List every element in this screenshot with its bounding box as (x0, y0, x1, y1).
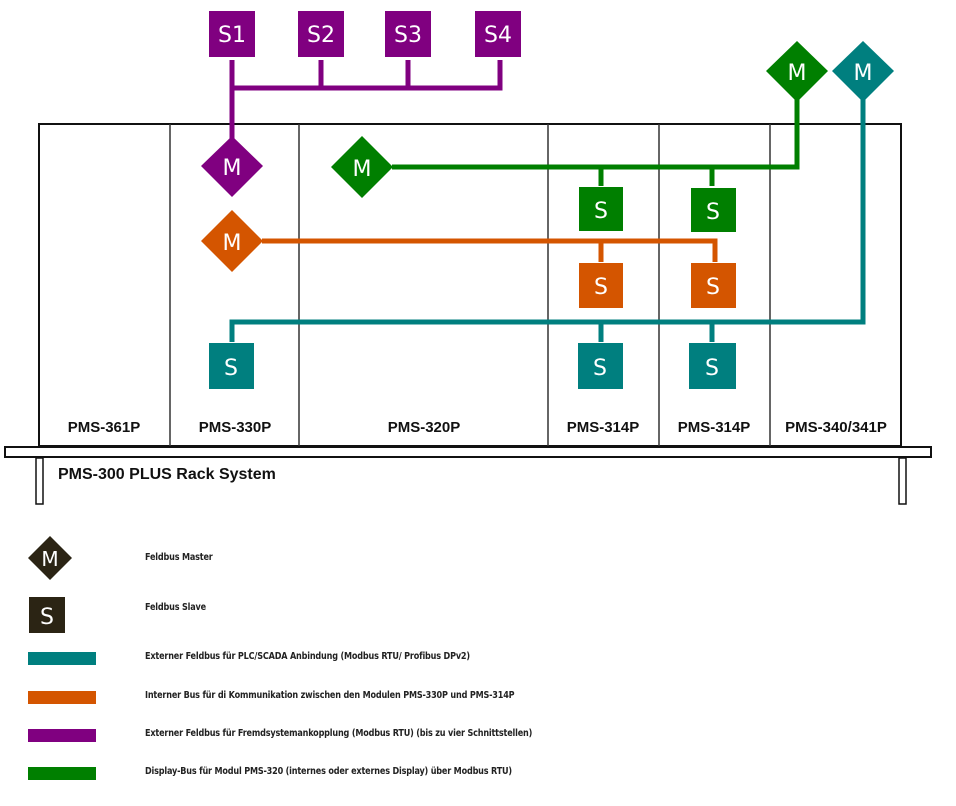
legend-label: Externer Feldbus für Fremdsystemankopplu… (145, 728, 533, 739)
purple-swatch-icon (28, 729, 96, 742)
green-slave-314p-b: S (691, 188, 736, 232)
legend-item-green-bus: Display-Bus für Modul PMS-320 (internes … (0, 766, 956, 806)
legend-item-slave: S Feldbus Slave (0, 597, 956, 637)
module-label-361p: PMS-361P (68, 419, 141, 436)
orange-bus (262, 238, 718, 262)
svg-text:M: M (353, 157, 372, 182)
module-label-320p: PMS-320P (388, 419, 461, 436)
rack-foot-left (35, 457, 44, 505)
orange-slave-314p-b: S (691, 263, 736, 308)
svg-text:S: S (593, 356, 607, 381)
module-label-340-341p: PMS-340/341P (785, 419, 887, 436)
legend-item-master: M Feldbus Master (0, 535, 956, 580)
legend-item-purple-bus: Externer Feldbus für Fremdsystemankopplu… (0, 728, 956, 768)
svg-text:M: M (41, 547, 58, 571)
green-bus (392, 90, 800, 186)
teal-bus (229, 90, 866, 342)
module-label-314p-b: PMS-314P (678, 419, 751, 436)
legend-label: Display-Bus für Modul PMS-320 (internes … (145, 766, 512, 777)
rack-frame (38, 123, 902, 447)
svg-text:S: S (705, 356, 719, 381)
svg-text:S2: S2 (307, 23, 335, 48)
master-diamond-icon: M (28, 536, 72, 580)
legend-item-orange-bus: Interner Bus für di Kommunikation zwisch… (0, 690, 956, 730)
legend-item-teal-bus: Externer Feldbus für PLC/SCADA Anbindung… (0, 651, 956, 691)
legend-label: Feldbus Master (145, 552, 213, 563)
teal-slave-330p: S (209, 343, 254, 389)
rack-diagram: PMS-361P PMS-330P PMS-320P PMS-314P PMS-… (4, 11, 932, 505)
svg-text:S: S (706, 275, 720, 300)
svg-text:S1: S1 (218, 23, 246, 48)
rack-foot-right (898, 457, 907, 505)
svg-text:S: S (594, 199, 608, 224)
legend-label: Externer Feldbus für PLC/SCADA Anbindung… (145, 651, 470, 662)
svg-text:M: M (854, 61, 873, 86)
external-slave-s2: S2 (298, 11, 344, 57)
teal-slave-314p-b: S (689, 343, 736, 389)
orange-swatch-icon (28, 691, 96, 704)
green-master-320p: M (331, 136, 393, 198)
external-slave-s1: S1 (209, 11, 255, 57)
rack-title: PMS-300 PLUS Rack System (58, 466, 276, 483)
svg-text:S: S (224, 356, 238, 381)
teal-slave-314p-a: S (578, 343, 623, 389)
orange-slave-314p-a: S (579, 263, 623, 308)
orange-master: M (201, 210, 263, 272)
teal-master-plc: M (832, 41, 894, 102)
external-slave-s3: S3 (385, 11, 431, 57)
rack-rail (4, 446, 932, 458)
legend-label: Feldbus Slave (145, 602, 206, 613)
svg-text:M: M (223, 231, 242, 256)
svg-text:S: S (40, 605, 54, 630)
green-slave-314p-a: S (579, 187, 623, 231)
svg-text:S3: S3 (394, 23, 422, 48)
svg-text:S: S (594, 275, 608, 300)
module-label-314p-a: PMS-314P (567, 419, 640, 436)
legend-label: Interner Bus für di Kommunikation zwisch… (145, 690, 515, 701)
purple-bus (229, 60, 503, 150)
svg-text:S: S (706, 200, 720, 225)
purple-master: M (201, 136, 263, 197)
svg-text:S4: S4 (484, 23, 512, 48)
teal-swatch-icon (28, 652, 96, 665)
svg-text:M: M (788, 61, 807, 86)
external-slave-s4: S4 (475, 11, 521, 57)
green-swatch-icon (28, 767, 96, 780)
module-label-330p: PMS-330P (199, 419, 272, 436)
green-master-display: M (766, 41, 828, 102)
svg-text:M: M (223, 156, 242, 181)
slave-square-icon: S (29, 597, 65, 633)
